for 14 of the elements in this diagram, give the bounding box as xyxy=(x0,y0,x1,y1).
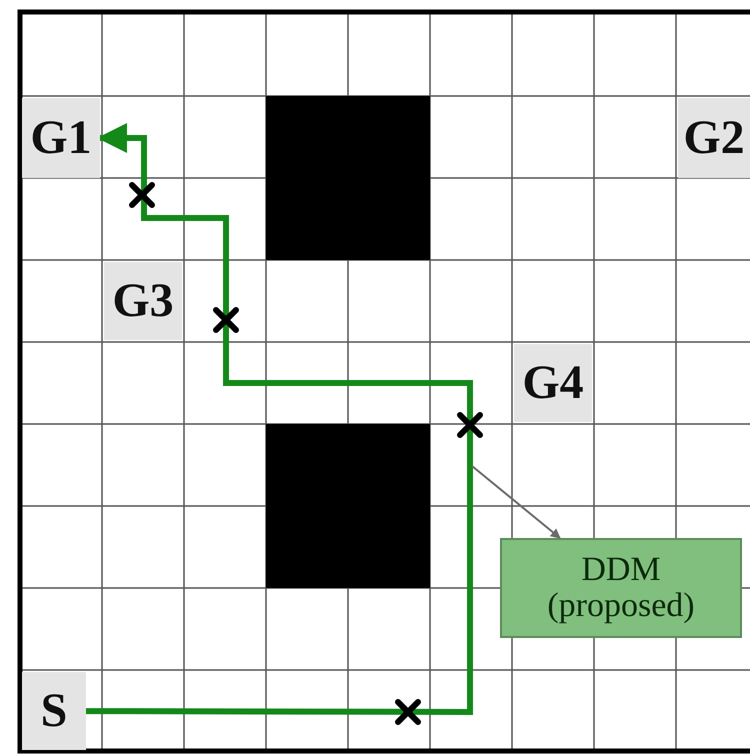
path-arrow xyxy=(86,123,473,715)
goal-label: G2 xyxy=(683,114,745,162)
pointer-arrow xyxy=(471,465,561,539)
goal-label: G4 xyxy=(522,359,584,407)
method-label: DDM (proposed) xyxy=(546,552,696,624)
goal-cell xyxy=(104,262,182,340)
goal-cell xyxy=(22,98,100,178)
method-box xyxy=(500,538,742,638)
goal-cell xyxy=(678,98,750,178)
goal-cell xyxy=(514,344,592,422)
goal-label: G3 xyxy=(112,277,174,325)
goal-cell xyxy=(22,672,86,750)
goal-label: G1 xyxy=(30,114,92,162)
goal-label: S xyxy=(40,687,68,735)
